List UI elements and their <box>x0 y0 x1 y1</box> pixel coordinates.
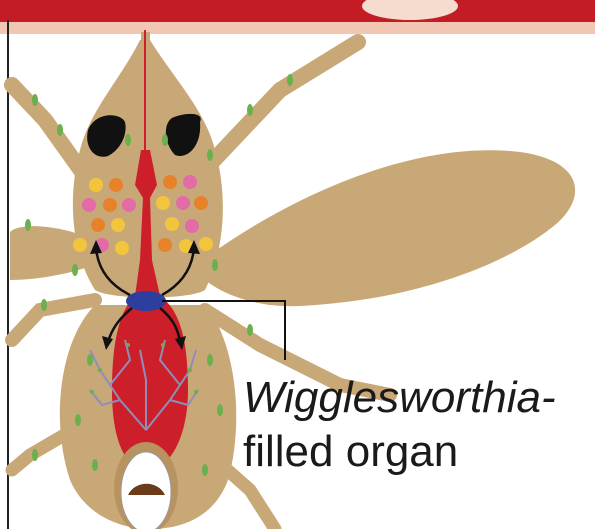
spot <box>75 414 81 426</box>
spot <box>207 149 213 161</box>
trachea-dot <box>126 343 130 347</box>
dot <box>158 238 172 252</box>
trachea-dot <box>188 368 192 372</box>
dot <box>91 218 105 232</box>
dot <box>176 196 190 210</box>
label-line-2: filled organ <box>243 427 458 476</box>
spot <box>202 464 208 476</box>
dot <box>73 238 87 252</box>
dot <box>199 237 213 251</box>
trachea-dot <box>98 368 102 372</box>
trachea-dot <box>90 390 94 394</box>
dot <box>165 217 179 231</box>
dot <box>89 178 103 192</box>
trachea-dot <box>161 343 165 347</box>
spot <box>92 459 98 471</box>
spot <box>57 124 63 136</box>
leg-right-front <box>195 42 358 180</box>
spot <box>217 404 223 416</box>
spot <box>41 299 47 311</box>
dot <box>111 218 125 232</box>
spot <box>287 74 293 86</box>
dot <box>82 198 96 212</box>
spot <box>207 354 213 366</box>
dot <box>183 175 197 189</box>
dot <box>185 219 199 233</box>
spot <box>32 449 38 461</box>
dot <box>115 241 129 255</box>
spot <box>247 104 253 116</box>
dot <box>163 175 177 189</box>
spot <box>72 264 78 276</box>
spot <box>212 259 218 271</box>
spot <box>247 324 253 336</box>
trachea-dot <box>194 390 198 394</box>
spot <box>162 134 168 146</box>
spot <box>125 134 131 146</box>
dot <box>103 198 117 212</box>
spot <box>32 94 38 106</box>
spot <box>25 219 31 231</box>
dot <box>156 196 170 210</box>
dot <box>122 198 136 212</box>
label-line-1: Wigglesworthia- <box>243 373 556 422</box>
right-wing <box>205 150 575 306</box>
dot <box>194 196 208 210</box>
dot <box>109 178 123 192</box>
top-banner-edge <box>0 22 595 34</box>
